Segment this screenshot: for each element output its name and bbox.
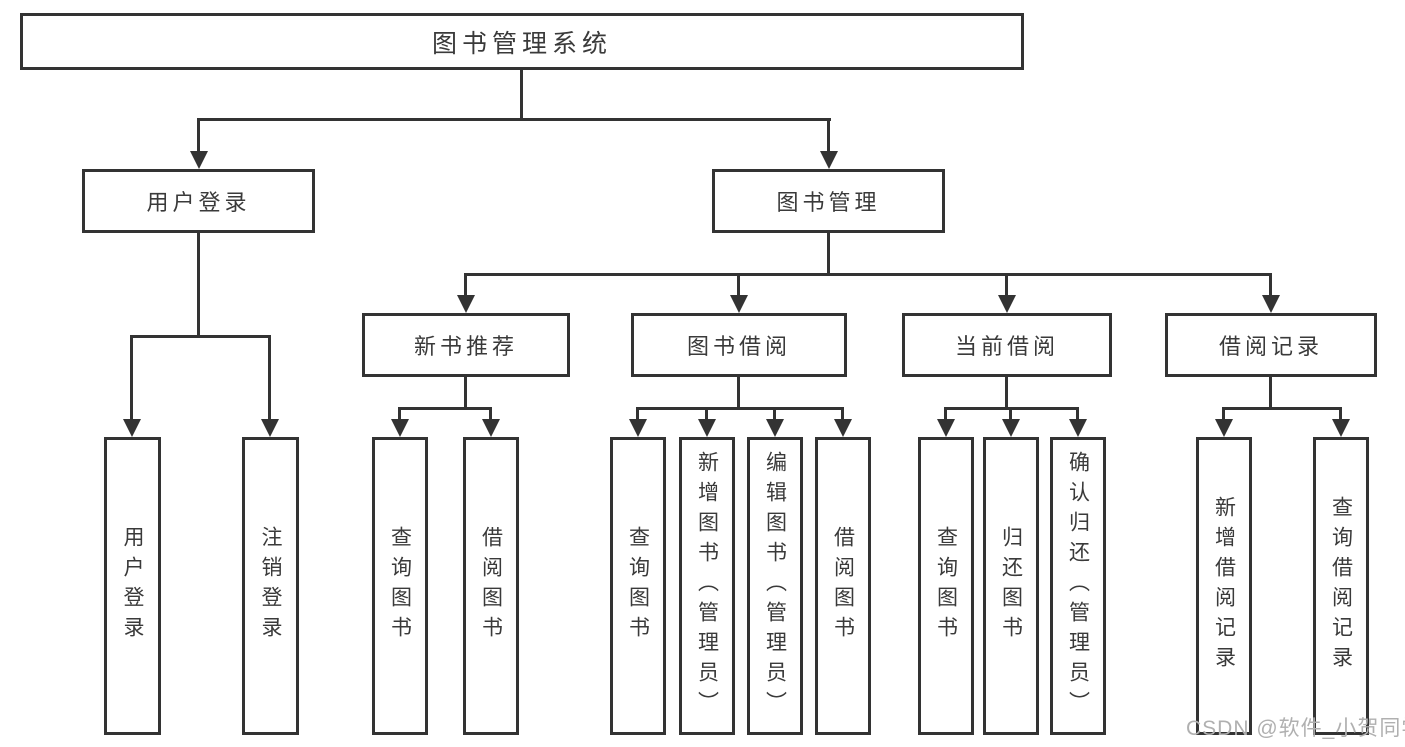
node-user-login-label: 用户登录: [146, 190, 251, 215]
node-borrow-records-label: 借阅记录: [1218, 334, 1323, 359]
node-book-borrow-label: 图书借阅: [686, 334, 791, 359]
node-leaf-cb-confirm-label: 确认归还（管理员）: [1066, 451, 1090, 721]
node-root-label: 图书管理系统: [431, 29, 612, 58]
edge-current-borrow-stem: [1005, 377, 1008, 407]
edge-to-leaf-bb-query-drop: [636, 407, 639, 424]
edge-to-current-borrow-drop: [1005, 273, 1008, 300]
node-leaf-logout: 注销登录: [242, 437, 299, 735]
node-leaf-br-query-label: 查询借阅记录: [1329, 496, 1353, 676]
node-leaf-nb-query: 查询图书: [372, 437, 428, 735]
node-leaf-cb-query: 查询图书: [918, 437, 974, 735]
node-book-borrow: 图书借阅: [631, 313, 847, 377]
watermark: CSDN @软件_小贺同学: [1186, 717, 1405, 740]
node-book-mgmt: 图书管理: [712, 169, 945, 233]
node-leaf-logout-label: 注销登录: [259, 526, 282, 646]
node-leaf-cb-return: 归还图书: [983, 437, 1039, 735]
edge-to-leaf-logout-drop: [268, 335, 271, 424]
edge-to-leaf-nb-borrow-drop: [489, 407, 492, 424]
edge-to-new-books-drop: [464, 273, 467, 300]
node-leaf-nb-borrow: 借阅图书: [463, 437, 519, 735]
edge-root-stem: [520, 70, 523, 118]
arrowhead-icon: [482, 419, 500, 437]
edge-user-login-bar: [130, 335, 271, 338]
edge-to-leaf-br-add-drop: [1222, 407, 1225, 424]
edge-to-leaf-bb-edit-drop: [773, 407, 776, 424]
arrowhead-icon: [698, 419, 716, 437]
edge-to-leaf-cb-return-drop: [1009, 407, 1012, 424]
arrowhead-icon: [629, 419, 647, 437]
edge-to-leaf-bb-add-drop: [705, 407, 708, 424]
edge-to-leaf-bb-borrow-drop: [841, 407, 844, 424]
edge-book-mgmt-bar: [464, 273, 1272, 276]
node-leaf-br-add: 新增借阅记录: [1196, 437, 1252, 735]
node-leaf-bb-add: 新增图书（管理员）: [679, 437, 735, 735]
edge-book-mgmt-stem: [827, 233, 830, 273]
arrowhead-icon: [190, 151, 208, 169]
node-leaf-bb-query-label: 查询图书: [626, 526, 650, 646]
node-leaf-user-login-label: 用户登录: [121, 526, 144, 646]
arrowhead-icon: [391, 419, 409, 437]
node-current-borrow-label: 当前借阅: [954, 334, 1059, 359]
arrowhead-icon: [1262, 295, 1280, 313]
edge-user-login-stem: [197, 233, 200, 335]
arrowhead-icon: [1069, 419, 1087, 437]
node-leaf-bb-add-label: 新增图书（管理员）: [695, 451, 719, 721]
node-leaf-br-add-label: 新增借阅记录: [1212, 496, 1236, 676]
edge-root-to-book-mgmt-drop: [827, 118, 830, 158]
node-leaf-nb-query-label: 查询图书: [388, 526, 412, 646]
arrowhead-icon: [820, 151, 838, 169]
node-book-mgmt-label: 图书管理: [776, 190, 881, 215]
edge-book-borrow-bar: [636, 407, 844, 410]
node-new-books: 新书推荐: [362, 313, 570, 377]
node-leaf-bb-edit-label: 编辑图书（管理员）: [763, 451, 787, 721]
arrowhead-icon: [261, 419, 279, 437]
edge-book-borrow-stem: [737, 377, 740, 407]
edge-new-books-stem: [464, 377, 467, 407]
arrowhead-icon: [1332, 419, 1350, 437]
edge-to-leaf-cb-query-drop: [944, 407, 947, 424]
arrowhead-icon: [998, 295, 1016, 313]
arrowhead-icon: [937, 419, 955, 437]
arrowhead-icon: [1215, 419, 1233, 437]
edge-to-leaf-br-query-drop: [1339, 407, 1342, 424]
node-leaf-bb-borrow-label: 借阅图书: [831, 526, 855, 646]
node-leaf-bb-edit: 编辑图书（管理员）: [747, 437, 803, 735]
arrowhead-icon: [766, 419, 784, 437]
arrowhead-icon: [457, 295, 475, 313]
edge-to-leaf-user-login-drop: [130, 335, 133, 424]
node-leaf-cb-query-label: 查询图书: [934, 526, 958, 646]
node-leaf-cb-confirm: 确认归还（管理员）: [1050, 437, 1106, 735]
node-leaf-cb-return-label: 归还图书: [999, 526, 1023, 646]
node-new-books-label: 新书推荐: [413, 334, 518, 359]
node-leaf-nb-borrow-label: 借阅图书: [479, 526, 503, 646]
edge-borrow-records-bar: [1222, 407, 1342, 410]
arrowhead-icon: [123, 419, 141, 437]
node-leaf-bb-borrow: 借阅图书: [815, 437, 871, 735]
edge-new-books-bar: [398, 407, 492, 410]
edge-to-borrow-records-drop: [1269, 273, 1272, 300]
node-borrow-records: 借阅记录: [1165, 313, 1377, 377]
node-leaf-br-query: 查询借阅记录: [1313, 437, 1369, 735]
edge-root-bar: [197, 118, 831, 121]
arrowhead-icon: [730, 295, 748, 313]
edge-to-book-borrow-drop: [737, 273, 740, 300]
node-current-borrow: 当前借阅: [902, 313, 1112, 377]
edge-to-leaf-cb-confirm-drop: [1076, 407, 1079, 424]
edge-borrow-records-stem: [1269, 377, 1272, 407]
arrowhead-icon: [834, 419, 852, 437]
node-user-login: 用户登录: [82, 169, 315, 233]
node-leaf-bb-query: 查询图书: [610, 437, 666, 735]
node-leaf-user-login: 用户登录: [104, 437, 161, 735]
edge-root-to-user-login-drop: [197, 118, 200, 158]
arrowhead-icon: [1002, 419, 1020, 437]
edge-to-leaf-nb-query-drop: [398, 407, 401, 424]
node-root: 图书管理系统: [20, 13, 1024, 70]
